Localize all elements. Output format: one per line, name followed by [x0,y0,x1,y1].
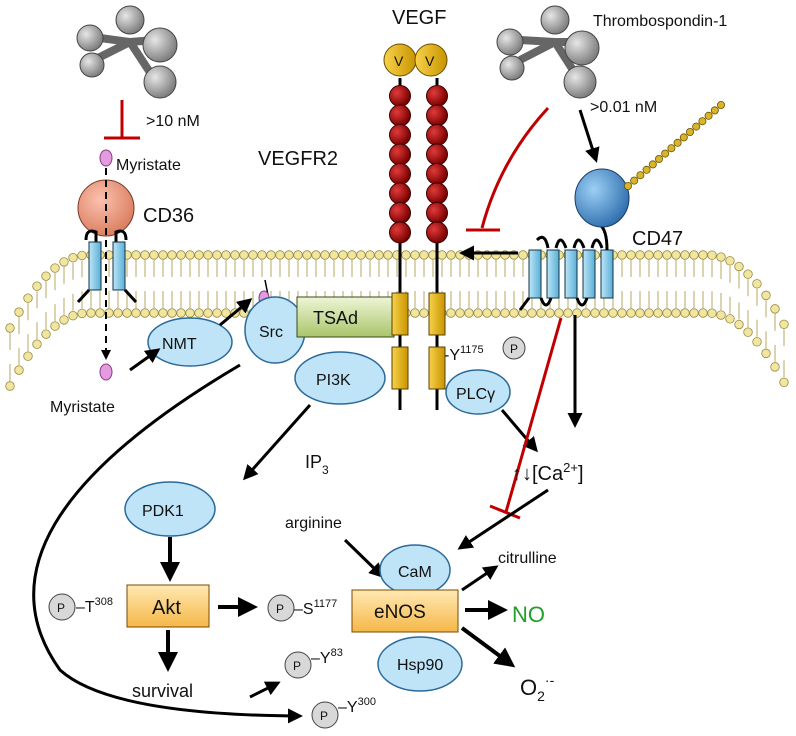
tsp1-label: Thrombospondin-1 [593,13,727,30]
citrulline-label: citrulline [498,550,557,567]
arginine-label: arginine [285,515,342,532]
vegfr2-domain-0-5 [389,182,411,205]
thrombospondin-left-icon [76,5,178,99]
nmt-node [147,317,233,367]
cam-label: CaM [398,564,432,581]
cd36-label: CD36 [143,205,194,227]
inhibit-cd47-enos [504,317,563,513]
phospho-t308 [48,593,76,621]
vegfr2-domain-0-4 [389,163,411,185]
calcium-label: ↑↓[Ca2+] [512,460,584,485]
vegfr2-domain-0-3 [389,143,411,166]
myristate-top-icon [99,149,113,167]
pdk1-node [124,481,216,537]
survival-label: survival [132,681,193,701]
vegfr2-domain-0-1 [389,104,411,127]
vegfr2-domain-0-0 [389,85,411,107]
vegfr2-label: VEGFR2 [258,148,338,170]
nmt-label: NMT [162,336,197,353]
p-y300: P [320,709,328,723]
y300-label: –Y300 [338,696,376,716]
vegf-label: VEGF [392,7,446,29]
akt-box [126,584,210,628]
plcg-node [445,369,511,415]
vegfr2-receptor [389,78,448,410]
enos-label: eNOS [374,602,426,623]
vegfr2-domain-1-4 [426,163,448,185]
tsad-label: TSAd [313,308,358,328]
no-label: NO [512,602,545,627]
src-label: Src [259,324,283,341]
pi3k-node [294,351,386,405]
ip3-label: IP3 [305,452,329,477]
myristate-bottom-label: Myristate [50,399,115,416]
cd47-receptor [518,168,630,311]
phospho-y83 [284,651,312,679]
tsad-box [296,296,395,338]
phospho-s1177 [267,594,295,622]
vegfr2-domain-1-0 [426,85,448,107]
dose-cd36-label: >10 nM [146,113,200,130]
enos-box [351,589,459,633]
hsp90-node [377,636,463,692]
vegfr2-domain-1-5 [426,182,448,205]
vegfr2-domain-0-7 [389,221,411,244]
pdk1-label: PDK1 [142,503,184,520]
plcg-label: PLCγ [456,386,495,403]
vegfr2-domain-1-3 [426,143,448,166]
vegfr2-domain-1-1 [426,104,448,127]
hsp90-label: Hsp90 [397,657,443,674]
y83-label: –Y83 [311,647,343,667]
thrombospondin-right-icon [496,5,600,99]
p-s1177: P [276,602,284,616]
dose-cd47-label: >0.01 nM [590,99,657,116]
src-curve-arrow [32,363,303,724]
y1175-label: -Y1175 [444,344,484,364]
vegf-v-right [414,43,448,77]
inhibit-tsp-vegfr2 [480,106,550,229]
vegf-v-right-label: V [425,53,435,69]
cd47-bead-chain [624,101,726,190]
pi3k-label: PI3K [316,372,351,389]
cd47-label: CD47 [632,228,683,250]
myristate-top-label: Myristate [116,157,181,174]
vegfr2-domain-1-2 [426,124,448,146]
akt-label: Akt [152,597,181,619]
s1177-label: –S1177 [294,598,337,618]
vegfr2-domain-0-6 [389,202,411,224]
vegfr2-domain-1-6 [426,202,448,224]
vegfr2-domain-1-7 [426,221,448,244]
superoxide-label: O2·- [520,672,555,704]
p-y83: P [293,659,301,673]
t308-label: –T308 [76,596,113,616]
vegf-v-left-label: V [394,53,404,69]
myristate-bottom-icon [99,363,113,381]
vegfr2-domain-0-2 [389,124,411,146]
phospho-y1175 [502,336,526,360]
cd47-icon [574,168,630,228]
p-y1175: P [510,342,518,356]
phospho-y300 [311,701,339,729]
p-t308: P [57,601,65,615]
